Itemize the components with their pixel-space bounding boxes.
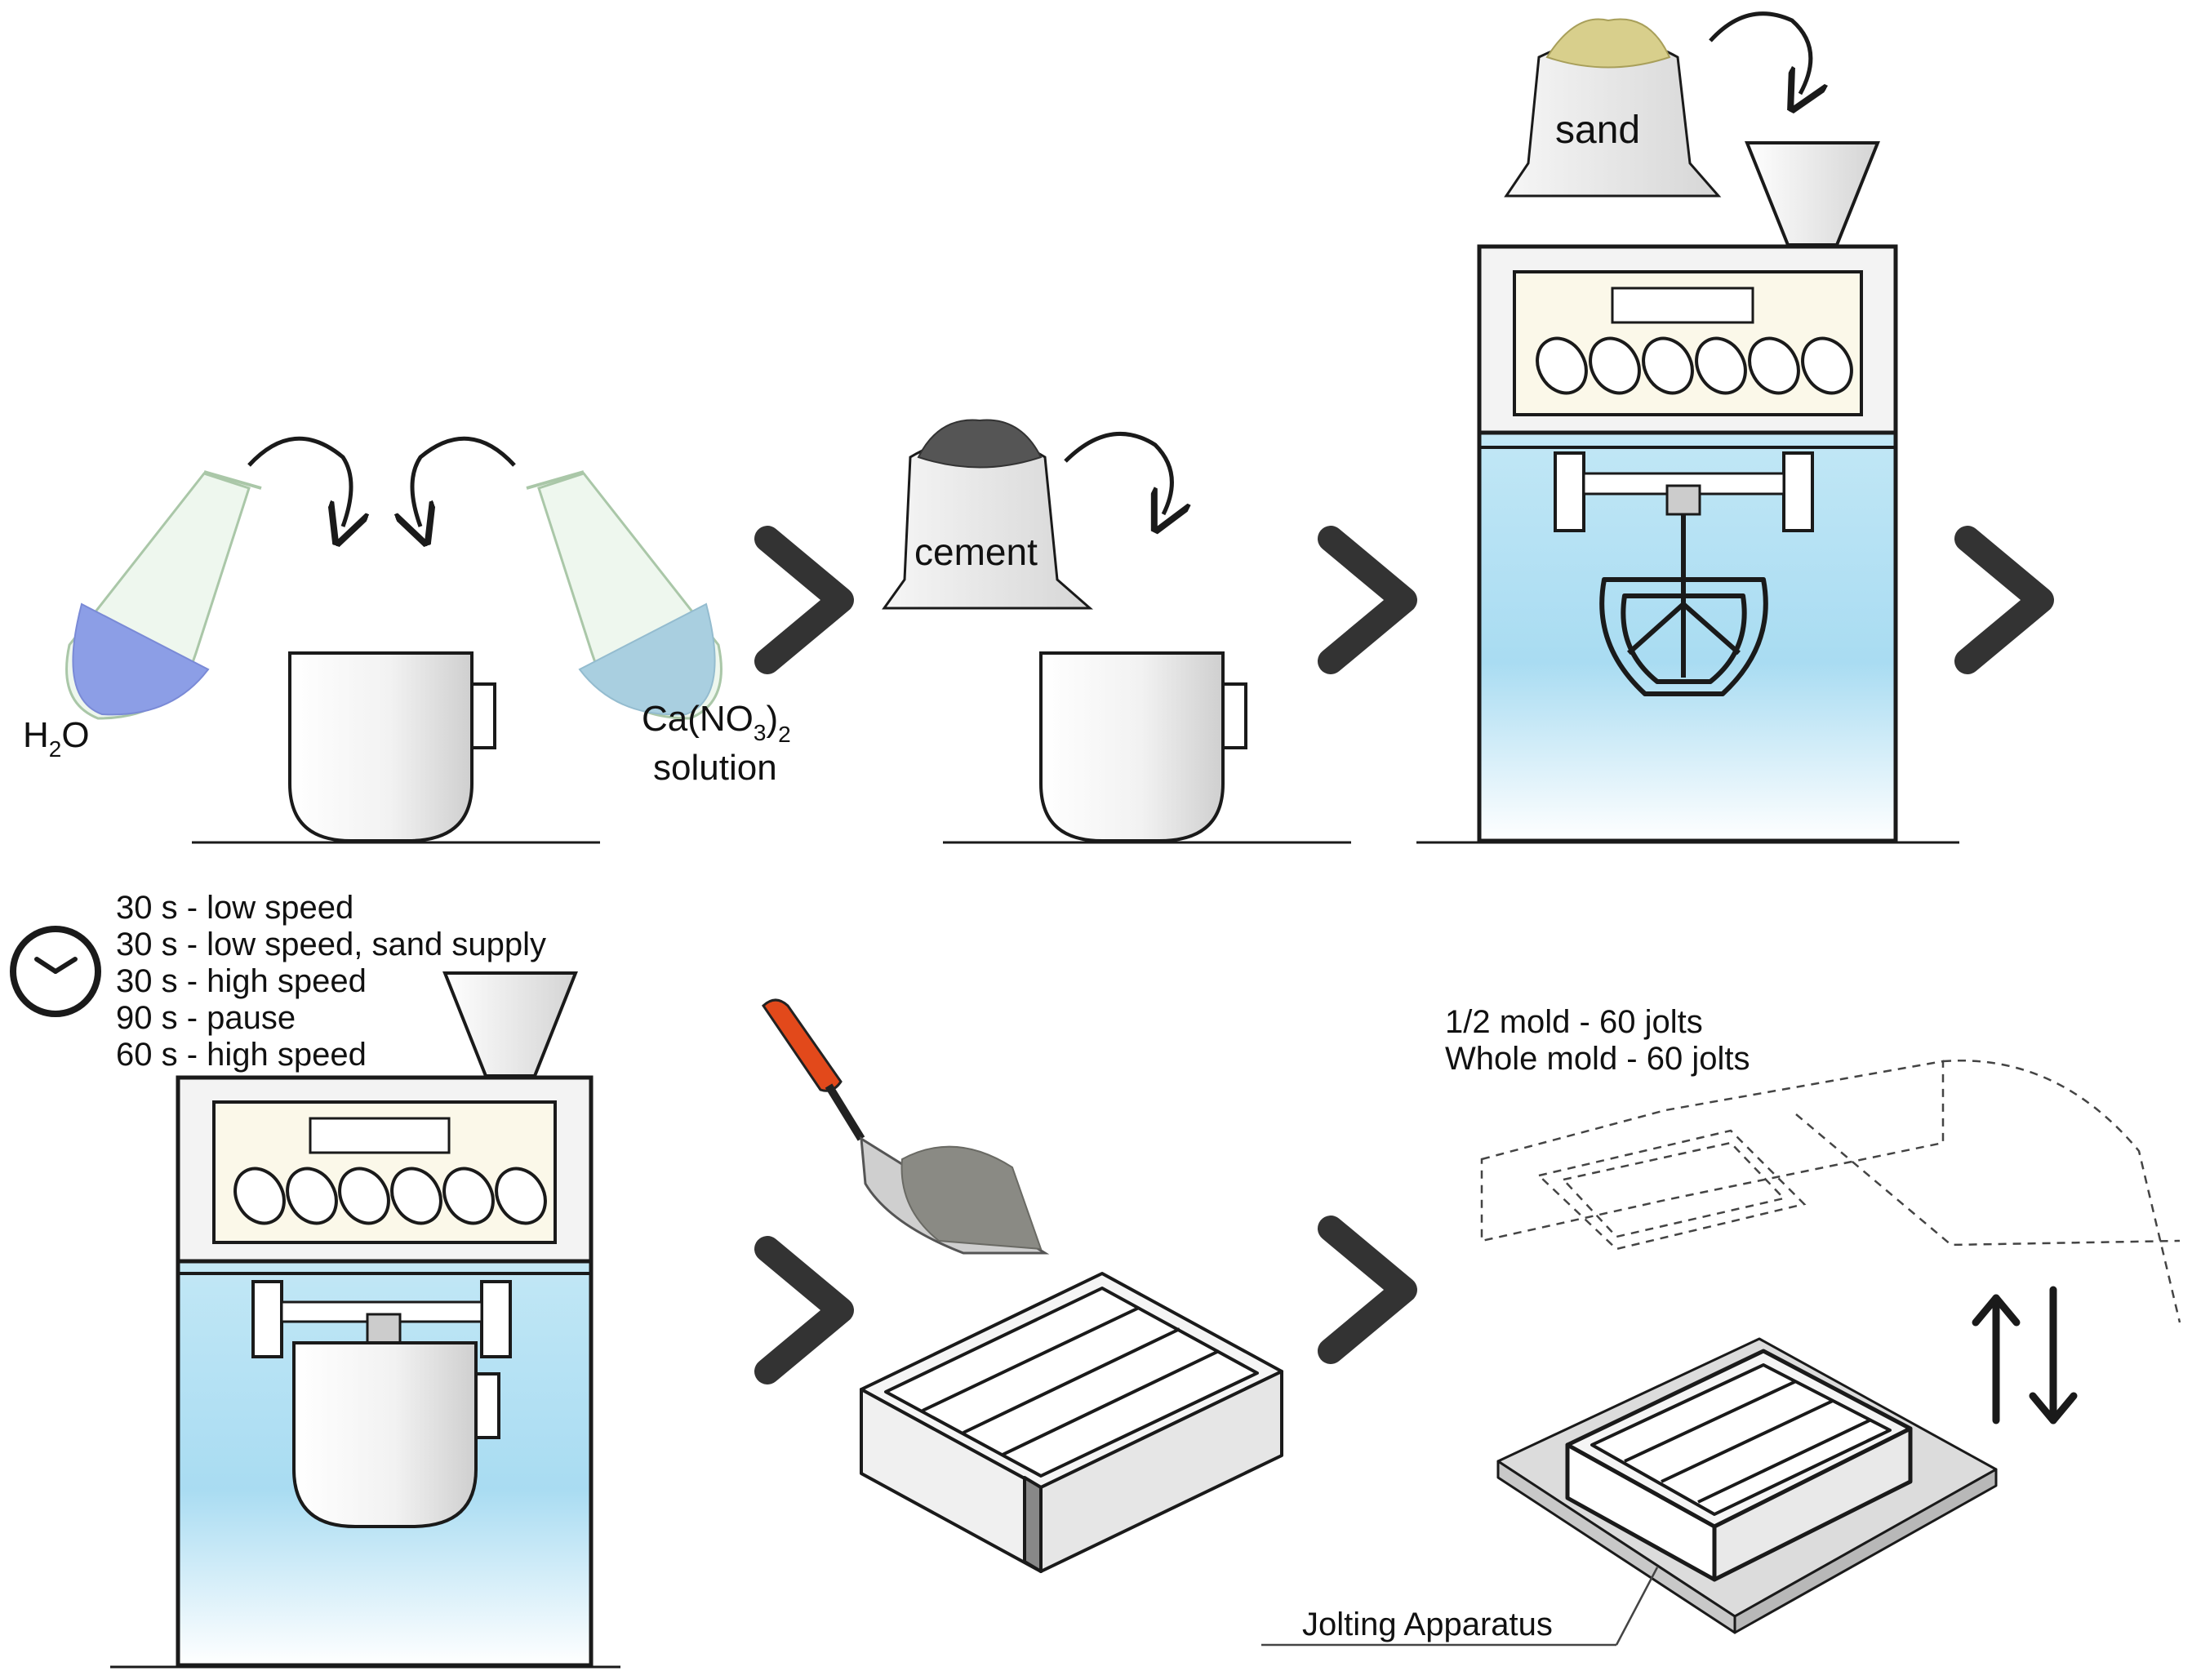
chevron-right-icon: [754, 1236, 854, 1384]
chevron-right-icon: [1318, 526, 1417, 674]
chevron-right-icon: [1954, 526, 2054, 674]
cement-bag: [882, 419, 1093, 610]
mixing-step: 60 s - high speed: [116, 1037, 367, 1073]
curved-arrow-icon: [247, 436, 351, 527]
curved-arrow-icon: [412, 436, 516, 527]
mixing-step: 30 s - low speed, sand supply: [116, 927, 546, 962]
mixing-paddle: [1599, 514, 1768, 696]
trowel: [762, 998, 1050, 1255]
clock-icon: [10, 926, 101, 1017]
jolt-half-label: 1/2 mold - 60 jolts: [1445, 1004, 1703, 1040]
mixer-machine: [1477, 141, 1898, 843]
jolt-whole-label: Whole mold - 60 jolts: [1445, 1041, 1750, 1077]
mixing-bowl: [292, 1341, 500, 1528]
water-flask: [65, 470, 262, 720]
mixing-step: 30 s - low speed: [116, 890, 353, 926]
sand-bag: [1504, 18, 1722, 198]
mixing-step: 30 s - high speed: [116, 963, 367, 999]
prism-mold: [860, 1272, 1283, 1573]
sand-label: sand: [1555, 109, 1640, 152]
curved-arrow-icon: [1064, 431, 1172, 514]
chevron-right-icon: [1318, 1216, 1417, 1364]
curved-arrow-icon: [1709, 11, 1811, 94]
control-buttons: [233, 1167, 547, 1225]
mixing-step: 90 s - pause: [116, 1000, 296, 1036]
mixing-steps-list: 30 s - low speed 30 s - low speed, sand …: [116, 890, 546, 1073]
label-leader-line: [1615, 1567, 1659, 1646]
chevron-right-icon: [754, 526, 854, 674]
nitrate-label: Ca(NO3)2: [642, 699, 791, 747]
cement-label: cement: [914, 531, 1038, 573]
nitrate-flask: [526, 470, 723, 720]
mixer-machine: [176, 971, 594, 1668]
jolting-apparatus: [1496, 1337, 1998, 1634]
jolting-apparatus-lifted-outline: [1480, 1060, 2181, 1323]
up-down-arrows-icon: [1972, 1286, 2078, 1424]
solution-label: solution: [653, 748, 777, 788]
water-label: H2O: [23, 715, 90, 762]
mixing-bowl: [288, 651, 496, 842]
mixing-bowl: [1039, 651, 1247, 842]
control-buttons: [1536, 336, 1853, 395]
jolting-apparatus-label: Jolting Apparatus: [1302, 1607, 1553, 1642]
